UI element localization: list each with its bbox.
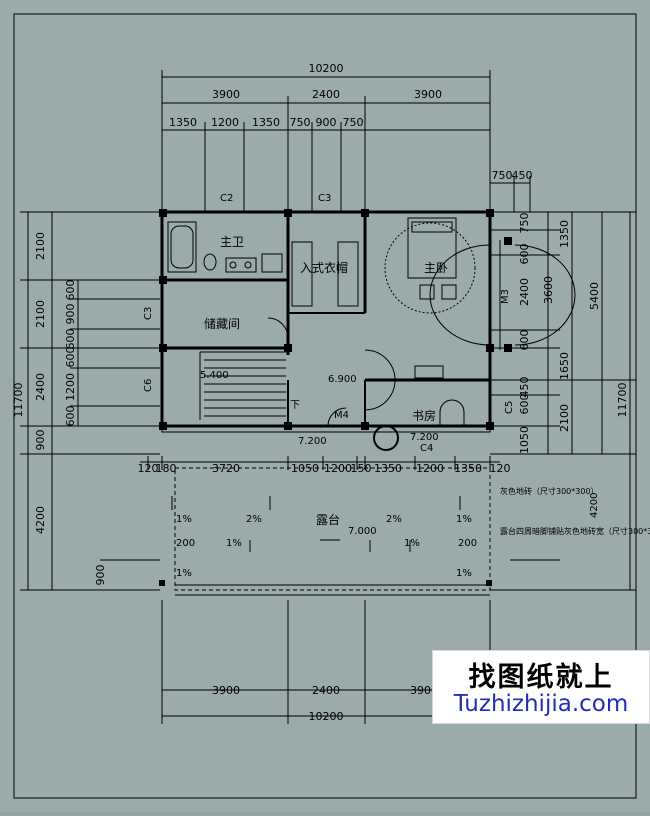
room-storage: 储藏间 xyxy=(204,316,240,331)
dim-bottom-row1: 2400 xyxy=(312,684,340,697)
dim-right-top: 450 xyxy=(512,169,533,182)
dim-mid-row: 120 xyxy=(490,462,511,475)
dim-right-col1: 450 xyxy=(518,377,531,398)
watermark-line2: Tuzhizhijia.com xyxy=(453,691,629,717)
room-master-bath: 主卫 xyxy=(220,235,244,249)
dim-left-col1: 900 xyxy=(34,430,47,451)
watermark-line1: 找图纸就上 xyxy=(468,662,614,693)
room-walk-in-closet: 入式衣帽 xyxy=(300,260,348,275)
dim-left-col1: 2100 xyxy=(34,232,47,260)
dim-right-col1: 600 xyxy=(518,330,531,351)
dim-left-col1: 4200 xyxy=(34,506,47,534)
dim-mid-row: 1200 xyxy=(324,462,352,475)
dim-left-col2: 1200 xyxy=(64,373,77,401)
dim-right-col1: 2400 xyxy=(518,278,531,306)
label-window-c2: C2 xyxy=(220,193,233,204)
room-terrace: 露台 xyxy=(316,512,340,527)
dim-right-col2: 3600 xyxy=(542,276,555,304)
slope-label: 1% xyxy=(226,538,242,549)
dim-top-row2: 750 xyxy=(290,116,311,129)
slope-label: 1% xyxy=(456,568,472,579)
dim-top-row2: 1350 xyxy=(169,116,197,129)
dim-right-col2: 1650 xyxy=(558,352,571,380)
label-door-m4: M4 xyxy=(334,410,349,421)
elevation-label: 7.200 xyxy=(410,432,439,443)
slope-label: 1% xyxy=(404,538,420,549)
dim-left-total: 11700 xyxy=(12,383,25,418)
dim-top-row2: 1350 xyxy=(252,116,280,129)
dim-right-col3: 5400 xyxy=(588,282,601,310)
dim-left-col2: 600 xyxy=(64,406,77,427)
dim-top-row2: 1200 xyxy=(211,116,239,129)
dim-right-col1: 600 xyxy=(518,244,531,265)
elevation-label: 7.000 xyxy=(348,526,377,537)
label-door-m3: M3 xyxy=(500,289,511,304)
dim-bottom-total: 10200 xyxy=(309,710,344,723)
dim-mid-row: 1350 xyxy=(374,462,402,475)
dim-right-col3: 11700 xyxy=(616,383,629,418)
label-window-c4: C4 xyxy=(420,443,433,454)
dim-left-col2: 900 xyxy=(64,304,77,325)
dim-mid-row: 1350 xyxy=(454,462,482,475)
label-window-c6: C6 xyxy=(143,379,154,392)
note-200: 200 xyxy=(176,538,195,549)
label-down: 下 xyxy=(290,400,300,411)
dim-top-row2: 750 xyxy=(343,116,364,129)
dim-right-col1: 1050 xyxy=(518,426,531,454)
dim-top-total: 10200 xyxy=(309,62,344,75)
elevation-label: 5.400 xyxy=(200,370,229,381)
dim-top-row2: 900 xyxy=(316,116,337,129)
dim-right-top: 750 xyxy=(492,169,513,182)
dim-right-col2: 2100 xyxy=(558,404,571,432)
slope-label: 2% xyxy=(386,514,402,525)
slope-label: 1% xyxy=(456,514,472,525)
note-tile: 灰色地砖（尺寸300*300） xyxy=(500,486,599,496)
dim-left-col2: 600 xyxy=(64,329,77,350)
elevation-label: 6.900 xyxy=(328,374,357,385)
slope-label: 1% xyxy=(176,568,192,579)
dim-mid-row: 150 xyxy=(351,462,372,475)
label-window-c3: C3 xyxy=(318,193,331,204)
dim-right-col1: 600 xyxy=(518,394,531,415)
label-window-c5: C5 xyxy=(504,401,515,414)
dim-bottom-row1: 3900 xyxy=(410,684,438,697)
dim-mid-row: 180 xyxy=(156,462,177,475)
watermark: 找图纸就上 Tuzhizhijia.com xyxy=(432,650,650,724)
dim-left-col2: 600 xyxy=(64,280,77,301)
dim-top-row1: 3900 xyxy=(212,88,240,101)
dim-left-col2: 600 xyxy=(64,347,77,368)
dim-right-col2: 1350 xyxy=(558,220,571,248)
slope-label: 2% xyxy=(246,514,262,525)
dim-mid-row: 3720 xyxy=(212,462,240,475)
label-window-c3: C3 xyxy=(143,307,154,320)
dim-top-row1: 2400 xyxy=(312,88,340,101)
note-4200: 4200 xyxy=(589,493,600,518)
elevation-label: 7.200 xyxy=(298,436,327,447)
note-terrace: 露台四周暗脚铺贴灰色地砖宽（尺寸300*30 xyxy=(500,526,650,536)
room-study: 书房 xyxy=(412,408,436,423)
room-master-bedroom: 主卧 xyxy=(424,261,448,275)
dim-mid-row: 120 xyxy=(138,462,159,475)
note-200: 200 xyxy=(458,538,477,549)
slope-label: 1% xyxy=(176,514,192,525)
dim-left-col1: 2100 xyxy=(34,300,47,328)
dim-left-col1: 900 xyxy=(94,565,107,586)
dim-bottom-row1: 3900 xyxy=(212,684,240,697)
dim-right-col1: 750 xyxy=(518,213,531,234)
dim-top-row1: 3900 xyxy=(414,88,442,101)
dim-left-col1: 2400 xyxy=(34,373,47,401)
dim-mid-row: 1050 xyxy=(291,462,319,475)
dim-mid-row: 1200 xyxy=(416,462,444,475)
